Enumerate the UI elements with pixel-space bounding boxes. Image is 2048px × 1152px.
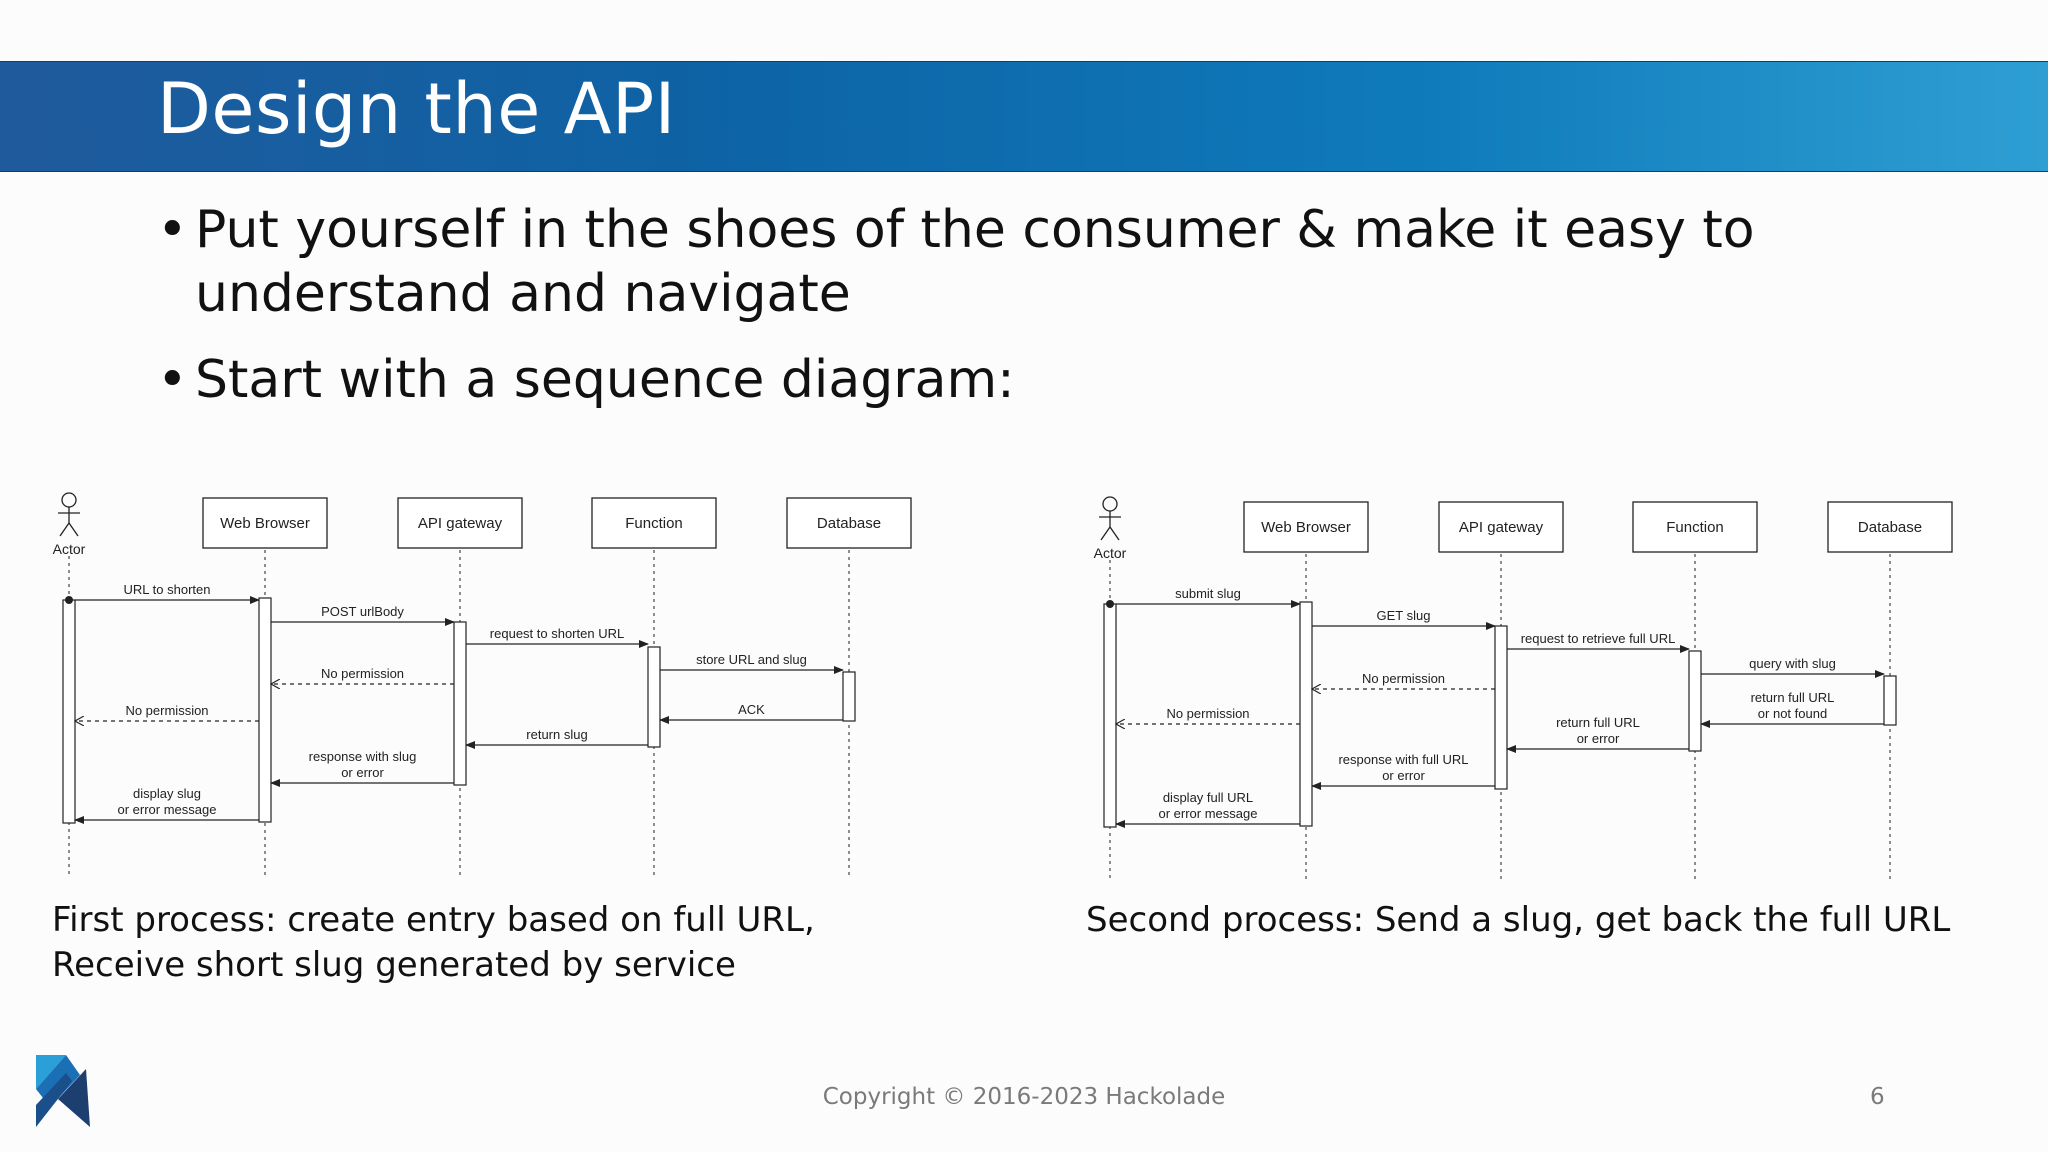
message-label: or error	[1577, 731, 1620, 746]
message-label: display slug	[133, 786, 201, 801]
activation-bar	[1494, 625, 1508, 790]
message-label: return slug	[526, 727, 587, 742]
activation-bar	[1883, 675, 1897, 726]
bullet-item: • Start with a sequence diagram:	[157, 348, 1877, 412]
actor-head	[1102, 496, 1118, 512]
participant-box	[1243, 501, 1369, 553]
activation-bar	[258, 597, 272, 823]
message-label: No permission	[1362, 671, 1445, 686]
participant-label: Database	[817, 515, 881, 532]
activation-bar	[1299, 601, 1313, 827]
message-label: No permission	[125, 703, 208, 718]
actor-leg	[59, 522, 70, 537]
bullet-text: Put yourself in the shoes of the consume…	[195, 200, 1755, 324]
slide-title: Design the API	[157, 68, 676, 150]
copyright-footer: Copyright © 2016-2023 Hackolade	[822, 1084, 1226, 1110]
message-label: return full URL	[1751, 690, 1835, 705]
diagram-caption-create: First process: create entry based on ful…	[52, 898, 815, 988]
participant-box	[397, 497, 523, 549]
actor-leg	[68, 522, 79, 537]
title-bar: Design the API	[0, 61, 2048, 172]
actor-label: Actor	[53, 541, 86, 557]
message-label: GET slug	[1377, 608, 1431, 623]
actor-leg	[1109, 526, 1120, 541]
message-label: or error message	[118, 802, 217, 817]
actor-leg	[1100, 526, 1111, 541]
participant-box	[786, 497, 912, 549]
bullet-item: • Put yourself in the shoes of the consu…	[157, 198, 1877, 326]
participant-box	[1438, 501, 1564, 553]
activation-bar	[453, 621, 467, 786]
caption-line: Second process: Send a slug, get back th…	[1086, 900, 1951, 940]
actor-label: Actor	[1094, 545, 1127, 561]
participant-box	[591, 497, 717, 549]
message-label: display full URL	[1163, 790, 1253, 805]
message-label: or error	[341, 765, 384, 780]
message-label: submit slug	[1175, 586, 1241, 601]
participant-label: Function	[1666, 519, 1724, 536]
message-label: store URL and slug	[696, 652, 807, 667]
bullet-list: • Put yourself in the shoes of the consu…	[157, 198, 1877, 434]
participant-label: Web Browser	[220, 515, 310, 532]
sequence-diagram-create: Actor Web Browser API gateway Function Datab…	[53, 492, 912, 875]
participant-label: API gateway	[418, 515, 503, 532]
message-label: POST urlBody	[321, 604, 404, 619]
caption-line: First process: create entry based on ful…	[52, 900, 815, 940]
participant-label: Database	[1858, 519, 1922, 536]
message-label: or not found	[1758, 706, 1827, 721]
message-label: or error message	[1159, 806, 1258, 821]
activation-bar	[1103, 603, 1117, 828]
actor-head	[61, 492, 77, 508]
message-label: request to shorten URL	[490, 626, 624, 641]
participant-label: Web Browser	[1261, 519, 1351, 536]
participant-box	[202, 497, 328, 549]
bullet-text: Start with a sequence diagram:	[195, 350, 1015, 410]
message-label: return full URL	[1556, 715, 1640, 730]
activation-bar	[1688, 650, 1702, 752]
participant-label: API gateway	[1459, 519, 1544, 536]
message-label: No permission	[1166, 706, 1249, 721]
activation-bar	[647, 646, 661, 748]
participant-box	[1632, 501, 1758, 553]
participant-box	[1827, 501, 1953, 553]
start-dot	[1106, 600, 1114, 608]
sequence-diagram-retrieve: Actor Web Browser API gateway Function Datab…	[1094, 496, 1953, 879]
bullet-glyph: •	[157, 200, 188, 260]
page-number: 6	[1870, 1084, 1885, 1110]
participant-label: Function	[625, 515, 683, 532]
message-label: request to retrieve full URL	[1521, 631, 1676, 646]
start-dot	[65, 596, 73, 604]
message-label: or error	[1382, 768, 1425, 783]
message-label: response with full URL	[1338, 752, 1468, 767]
message-label: response with slug	[309, 749, 417, 764]
bullet-glyph: •	[157, 350, 188, 410]
hackolade-logo-icon	[36, 1055, 90, 1132]
activation-bar	[62, 599, 76, 824]
message-label: query with slug	[1749, 656, 1836, 671]
activation-bar	[842, 671, 856, 722]
caption-line: Receive short slug generated by service	[52, 945, 736, 985]
message-label: No permission	[321, 666, 404, 681]
message-label: ACK	[738, 702, 765, 717]
diagram-caption-retrieve: Second process: Send a slug, get back th…	[1086, 898, 1950, 943]
message-label: URL to shorten	[124, 582, 211, 597]
